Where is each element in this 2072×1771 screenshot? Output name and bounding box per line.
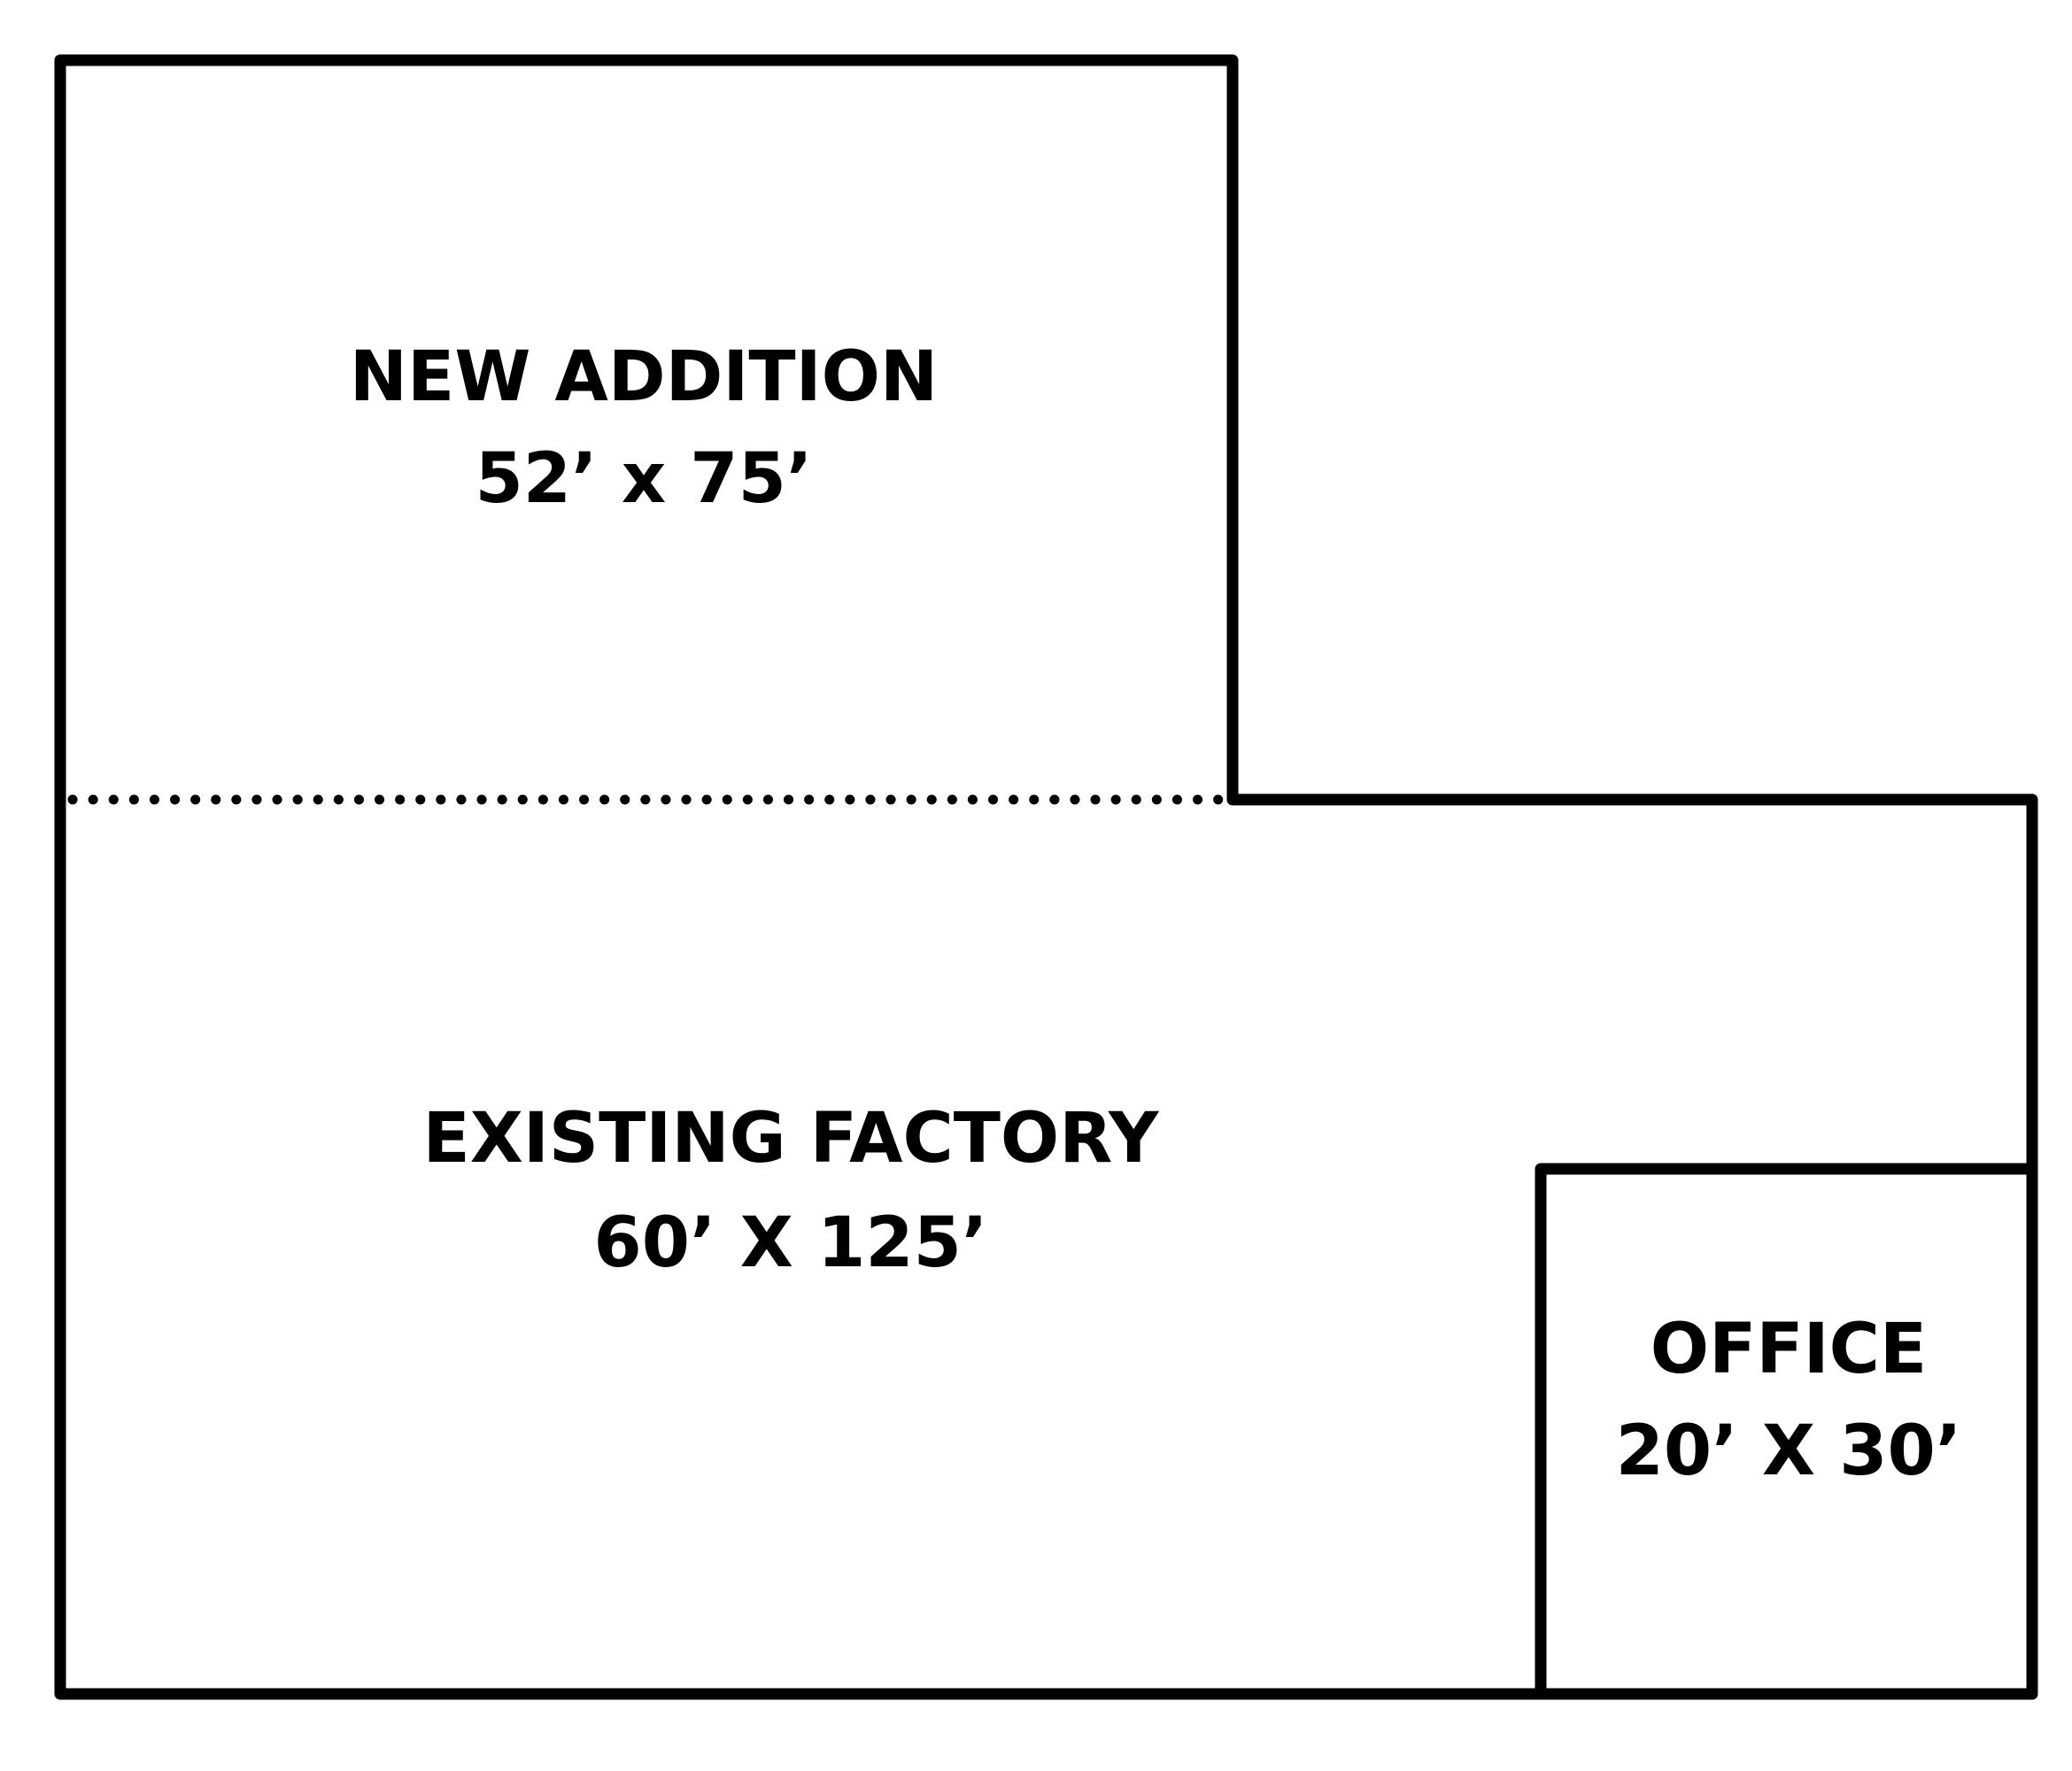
office-dimensions: 20’ X 30’ xyxy=(1616,1411,1962,1491)
new-addition-label: NEW ADDITION xyxy=(350,337,938,417)
existing-factory-label: EXISTING FACTORY xyxy=(422,1099,1160,1179)
outer-wall xyxy=(54,54,2038,1700)
existing-factory-dimensions: 60’ X 125’ xyxy=(593,1203,987,1283)
office-wall xyxy=(1535,1163,2032,1694)
new-addition-dimensions: 52’ x 75’ xyxy=(475,439,813,519)
office-label: OFFICE xyxy=(1651,1310,1927,1389)
